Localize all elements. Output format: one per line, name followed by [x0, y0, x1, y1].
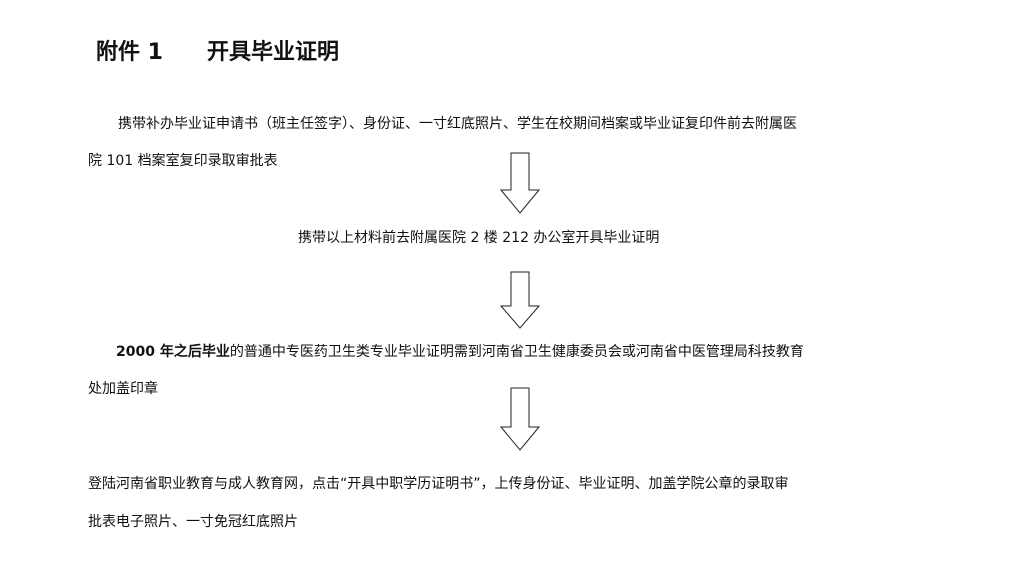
step-3-line-2: 处加盖印章: [88, 381, 158, 397]
step-4-line-2: 批表电子照片、一寸免冠红底照片: [88, 514, 298, 530]
step-1-line-1: 携带补办毕业证申请书（班主任签字）、身份证、一寸红底照片、学生在校期间档案或毕业…: [118, 116, 797, 132]
down-arrow-icon: [500, 152, 540, 214]
title-text: 开具毕业证明: [206, 40, 339, 65]
step-4-line-1: 登陆河南省职业教育与成人教育网，点击“开具中职学历证明书”，上传身份证、毕业证明…: [88, 476, 789, 492]
step-3-text: 的普通中专医药卫生类专业毕业证明需到河南省卫生健康委员会或河南省中医管理局科技教…: [229, 344, 804, 360]
step-2-text: 携带以上材料前去附属医院 2 楼 212 办公室开具毕业证明: [298, 230, 660, 246]
step-3-bold: 2000 年之后毕业: [116, 344, 230, 360]
step-3-line-1: 2000 年之后毕业的普通中专医药卫生类专业毕业证明需到河南省卫生健康委员会或河…: [116, 344, 804, 360]
down-arrow-icon: [500, 387, 540, 451]
down-arrow-icon: [500, 271, 540, 329]
page-title: 附件 1 开具毕业证明: [96, 34, 383, 66]
attachment-label: 附件 1: [96, 40, 163, 65]
step-1-line-2: 院 101 档案室复印录取审批表: [88, 153, 278, 169]
